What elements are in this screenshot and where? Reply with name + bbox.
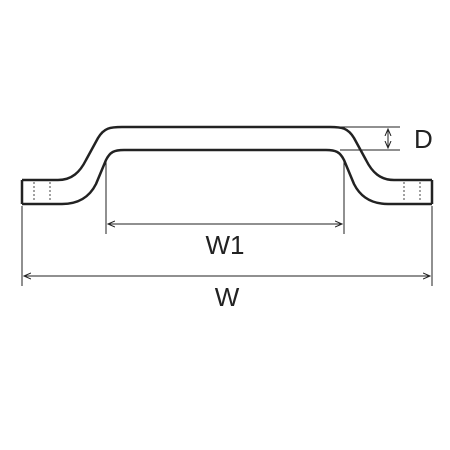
thickness-dimension bbox=[340, 126, 400, 151]
thickness-label: D bbox=[414, 124, 433, 154]
inner-width-label: W1 bbox=[206, 230, 245, 260]
left-screw-hole bbox=[33, 182, 51, 202]
right-screw-hole bbox=[403, 182, 421, 202]
overall-width-label: W bbox=[215, 282, 240, 312]
inner-width-dimension bbox=[105, 162, 345, 234]
overall-width-dimension bbox=[21, 206, 433, 286]
handle-outer-edge bbox=[22, 125, 432, 182]
handle-inner-edge bbox=[22, 148, 432, 206]
